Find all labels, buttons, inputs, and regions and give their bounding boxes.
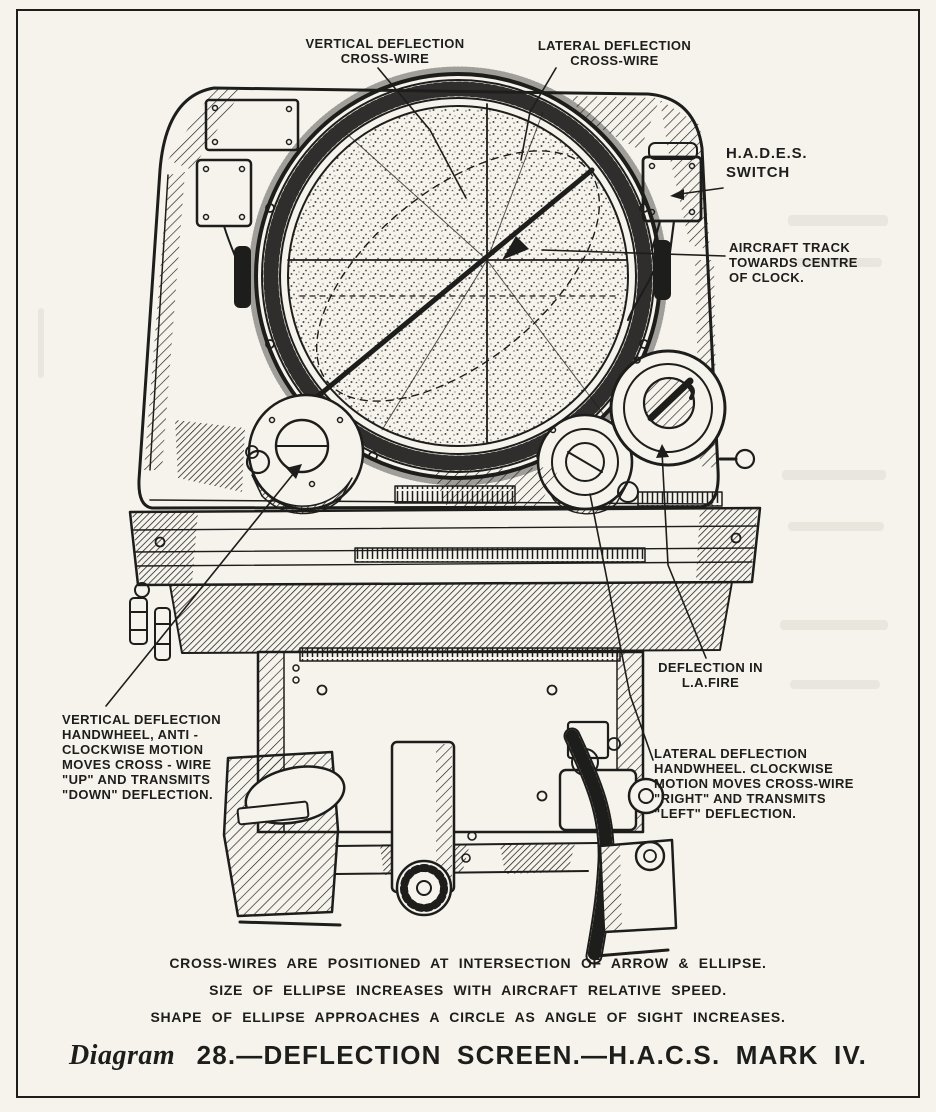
note-line-3: SHAPE OF ELLIPSE APPROACHES A CIRCLE AS … [150, 1009, 786, 1025]
callout-vertical-cross-wire: VERTICAL DEFLECTION CROSS-WIRE [295, 36, 475, 66]
left-foot [222, 750, 346, 927]
callout-hades-switch: H.A.D.E.S. SWITCH [726, 144, 807, 182]
note-line-1: CROSS-WIRES ARE POSITIONED AT INTERSECTI… [169, 955, 767, 971]
leader-lateral-cross-wire [520, 67, 557, 161]
aircraft-track-arrow [303, 167, 595, 409]
callout-line: DEFLECTION IN [658, 660, 763, 675]
callout-lateral-handwheel: LATERAL DEFLECTION HANDWHEEL. CLOCKWISE … [654, 746, 854, 821]
callout-line: MOVES CROSS - WIRE [62, 757, 212, 772]
callout-line: HANDWHEEL, ANTI - [62, 727, 199, 742]
callout-vertical-handwheel: VERTICAL DEFLECTION HANDWHEEL, ANTI - CL… [62, 712, 221, 802]
callout-aircraft-track: AIRCRAFT TRACK TOWARDS CENTRE OF CLOCK. [729, 240, 858, 285]
callout-line: TOWARDS CENTRE [729, 255, 858, 270]
callout-line: HANDWHEEL. CLOCKWISE [654, 761, 834, 776]
leader-vertical-cross-wire [377, 67, 467, 199]
figure-caption: Diagram 28.—DEFLECTION SCREEN.—H.A.C.S. … [0, 1040, 936, 1072]
page-showthrough [38, 215, 888, 689]
callout-line: VERTICAL DEFLECTION [305, 36, 465, 51]
apron [169, 581, 733, 654]
left-cable-connectors [129, 582, 171, 661]
radial-lines [345, 111, 605, 431]
right-foot [594, 838, 678, 958]
lateral-handwheel [536, 413, 639, 515]
callout-line: "DOWN" DEFLECTION. [62, 787, 213, 802]
leader-hades [679, 187, 724, 195]
callout-line: "RIGHT" AND TRANSMITS [654, 791, 826, 806]
centre-pillar-motor [390, 740, 456, 917]
side-knob [718, 448, 756, 470]
base-slab [128, 506, 762, 587]
inspection-plate [204, 98, 300, 152]
cross-wires [287, 103, 627, 443]
leader-la-fire [661, 451, 707, 659]
callout-line: H.A.D.E.S. [726, 145, 808, 162]
bezel-clamp-left [234, 246, 251, 308]
callout-line: CLOCKWISE MOTION [62, 742, 204, 757]
callout-line: VERTICAL DEFLECTION [62, 712, 222, 727]
la-fire-dial [609, 349, 727, 467]
callout-line: L.A.FIRE [681, 675, 740, 690]
callout-line: MOTION MOVES CROSS-WIRE [654, 776, 854, 791]
callout-lateral-cross-wire: LATERAL DEFLECTION CROSS-WIRE [527, 38, 702, 68]
leader-aircraft-track [541, 249, 726, 257]
callout-line: LATERAL DEFLECTION [654, 746, 808, 761]
callout-line: SWITCH [726, 164, 790, 181]
leader-lines [105, 67, 726, 761]
callout-la-fire: DEFLECTION IN L.A.FIRE [648, 660, 773, 690]
callout-line: CROSS-WIRE [570, 53, 659, 68]
callout-line: "LEFT" DEFLECTION. [654, 806, 797, 821]
bezel-tick-ring [263, 81, 653, 471]
leader-vertical-handwheel [105, 467, 299, 707]
ribbed-strip-left [394, 485, 516, 504]
callout-line: CROSS-WIRE [340, 51, 430, 66]
leader-lateral-handwheel [589, 493, 654, 761]
callout-line: LATERAL DEFLECTION [537, 38, 692, 53]
caption-prefix: Diagram [68, 1040, 176, 1071]
callout-line: OF CLOCK. [729, 270, 805, 285]
ribbed-strip-right [637, 491, 723, 507]
bezel-clamp-right [654, 240, 671, 300]
callout-line: "UP" AND TRANSMITS [62, 772, 211, 787]
callout-line: AIRCRAFT TRACK [729, 240, 851, 255]
vertical-handwheel [245, 393, 365, 515]
figure-notes: CROSS-WIRES ARE POSITIONED AT INTERSECTI… [0, 955, 936, 1036]
page-border [16, 9, 920, 1098]
clock-face [287, 103, 629, 447]
note-line-2: SIZE OF ELLIPSE INCREASES WITH AIRCRAFT … [209, 982, 727, 998]
caption-text: 28.—DEFLECTION SCREEN.—H.A.C.S. MARK IV. [181, 1040, 868, 1070]
